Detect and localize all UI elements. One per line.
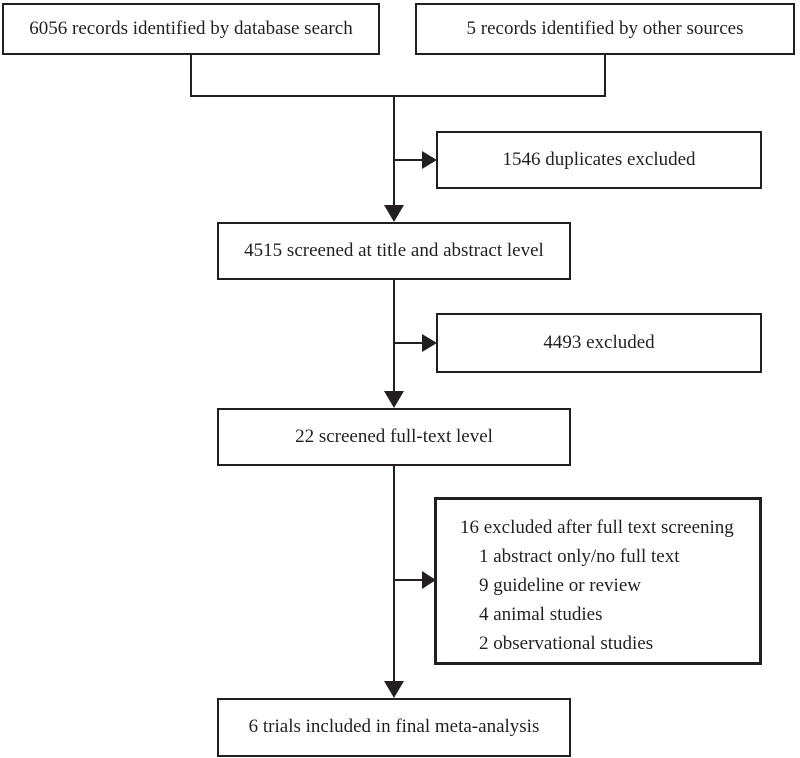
- box-screened-fulltext: 22 screened full-text level: [217, 408, 571, 466]
- box-excluded-fulltext: 16 excluded after full text screening 1 …: [434, 497, 762, 665]
- box-records-other-sources-label: 5 records identified by other sources: [466, 17, 744, 39]
- box-records-database-search: 6056 records identified by database sear…: [2, 3, 380, 55]
- box-excluded-title-abstract: 4493 excluded: [436, 313, 762, 373]
- down-arrowhead-2: [384, 391, 404, 408]
- down-arrowhead-3: [384, 681, 404, 698]
- exclusion-reason-item: 1 abstract only/no full text: [479, 546, 680, 567]
- down-arrowhead-1: [384, 205, 404, 222]
- box-duplicates-excluded-label: 1546 duplicates excluded: [502, 148, 696, 170]
- box-records-other-sources: 5 records identified by other sources: [415, 3, 795, 55]
- box-screened-title-abstract-label: 4515 screened at title and abstract leve…: [244, 239, 544, 261]
- box-excluded-title-abstract-label: 4493 excluded: [543, 331, 655, 353]
- exclusion-reason-item: 9 guideline or review: [479, 575, 641, 596]
- exclusion-reason-item: 4 animal studies: [479, 604, 603, 625]
- right-arrowhead-2: [422, 334, 437, 352]
- box-included-final: 6 trials included in final meta-analysis: [217, 698, 571, 757]
- box-excluded-fulltext-title: 16 excluded after full text screening: [460, 517, 734, 538]
- box-duplicates-excluded: 1546 duplicates excluded: [436, 131, 762, 189]
- exclusion-reason-item: 2 observational studies: [479, 633, 654, 654]
- box-records-database-search-label: 6056 records identified by database sear…: [29, 17, 353, 39]
- box-screened-fulltext-label: 22 screened full-text level: [295, 425, 493, 447]
- merge-connector-line: [190, 55, 606, 97]
- box-included-final-label: 6 trials included in final meta-analysis: [248, 716, 540, 738]
- right-arrowhead-1: [422, 151, 437, 169]
- box-screened-title-abstract: 4515 screened at title and abstract leve…: [217, 222, 571, 280]
